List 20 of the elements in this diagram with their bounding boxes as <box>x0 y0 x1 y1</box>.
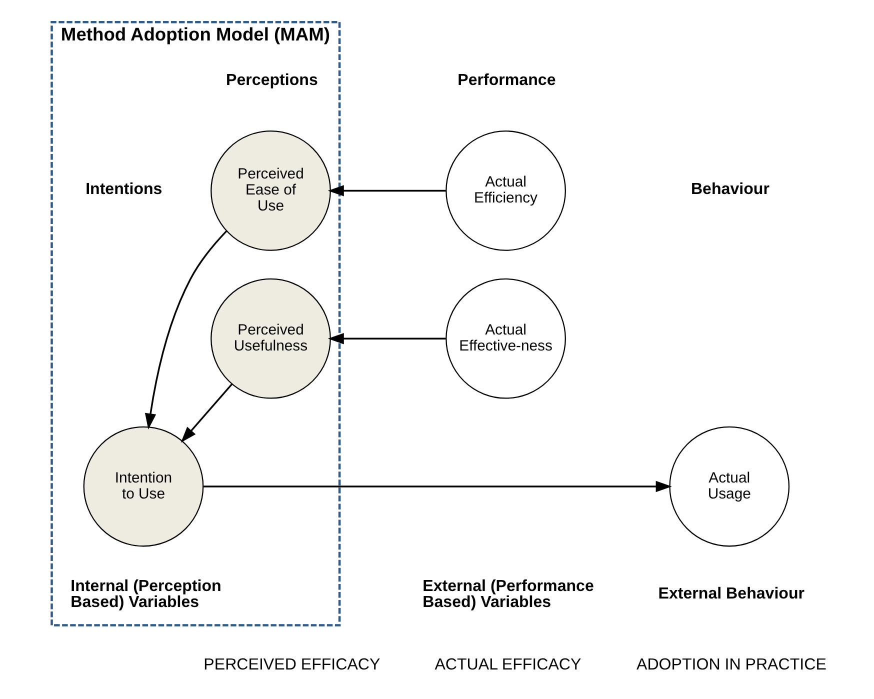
arrow <box>328 185 446 196</box>
label: ACTUAL EFFICACY <box>434 656 582 674</box>
node-circle: Perceived Usefulness <box>210 278 331 399</box>
node-circle: Perceived Ease of Use <box>210 130 331 251</box>
node-circle: Actual Effective-ness <box>446 278 566 399</box>
node-circle: Actual Efficiency <box>446 130 566 251</box>
arrow <box>180 384 233 443</box>
label: Internal (Perception Based) Variables <box>70 577 222 612</box>
label: Intentions <box>86 180 162 198</box>
label: External Behaviour <box>658 584 805 603</box>
label: Behaviour <box>690 180 770 198</box>
node-circle: Actual Usage <box>669 426 790 547</box>
label: External (Performance Based) Variables <box>422 577 594 612</box>
label: Performance <box>458 70 556 89</box>
arrow <box>144 230 228 430</box>
arrow <box>328 332 446 344</box>
arrow <box>204 480 672 492</box>
label: Perceptions <box>226 70 318 89</box>
label: PERCEIVED EFFICACY <box>204 656 380 674</box>
label: ADOPTION IN PRACTICE <box>636 656 826 674</box>
